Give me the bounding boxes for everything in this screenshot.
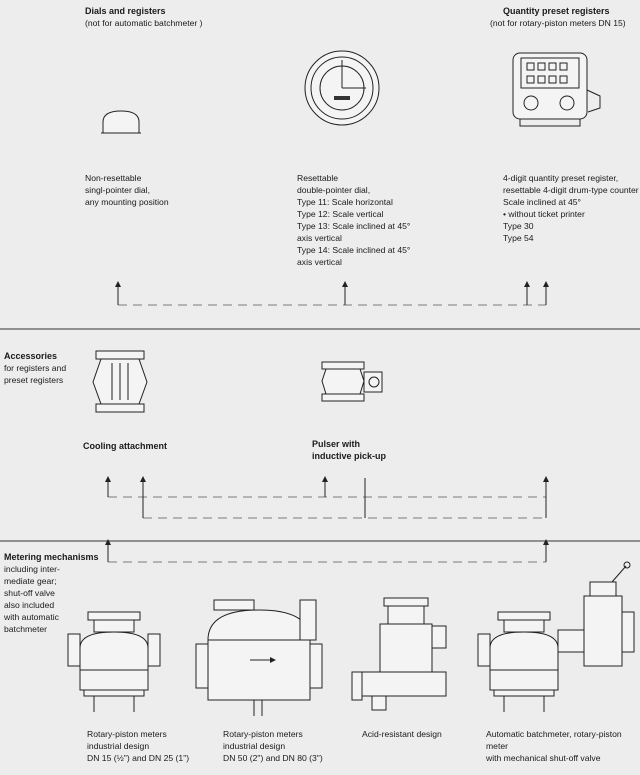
- meter-dn50-dn80-drawing: [195, 599, 323, 716]
- acid-resistant-meter-drawing: [351, 597, 447, 711]
- automatic-batchmeter-drawing: [477, 561, 635, 712]
- cooling-attachment-label: Cooling attachment: [83, 441, 168, 451]
- accessories-subheading: for registers and preset registers: [4, 363, 67, 385]
- double-pointer-dial-drawing: [304, 50, 380, 126]
- meter-label-acid-resistant: Acid-resistant design: [362, 729, 442, 739]
- accessories-heading: Accessories: [4, 351, 58, 361]
- single-pointer-dial-drawing: [101, 110, 141, 134]
- meter-label-dn50-dn80: Rotary-piston meters industrial design D…: [223, 729, 323, 763]
- dials-subheading: (not for automatic batchmeter ): [85, 18, 203, 28]
- preset-register-drawing: [512, 52, 601, 127]
- preset-subheading: (not for rotary-piston meters DN 15): [490, 18, 626, 28]
- dials-heading: Dials and registers: [85, 6, 166, 16]
- preset-heading: Quantity preset registers: [503, 6, 610, 16]
- dial-item-non-resettable: Non-resettable singl-pointer dial, any m…: [85, 173, 169, 207]
- connection-lines-accessories: [105, 476, 549, 519]
- pulser-label: Pulser with inductive pick-up: [312, 439, 387, 461]
- connection-lines-registers: [115, 281, 549, 306]
- connection-lines-metering: [105, 539, 549, 563]
- dial-item-resettable: Resettable double-pointer dial, Type 11:…: [297, 173, 411, 267]
- meter-label-batchmeter: Automatic batchmeter, rotary-piston mete…: [486, 729, 622, 763]
- meter-label-dn15-dn25: Rotary-piston meters industrial design D…: [87, 729, 190, 763]
- metering-heading: Metering mechanisms: [4, 552, 99, 562]
- meter-dn15-dn25-drawing: [67, 611, 161, 712]
- pulser-drawing: [321, 361, 383, 402]
- cooling-attachment-drawing: [92, 350, 148, 413]
- preset-description: 4-digit quantity preset register, resett…: [503, 173, 639, 243]
- metering-subheading: including inter- mediate gear; shut-off …: [4, 564, 60, 634]
